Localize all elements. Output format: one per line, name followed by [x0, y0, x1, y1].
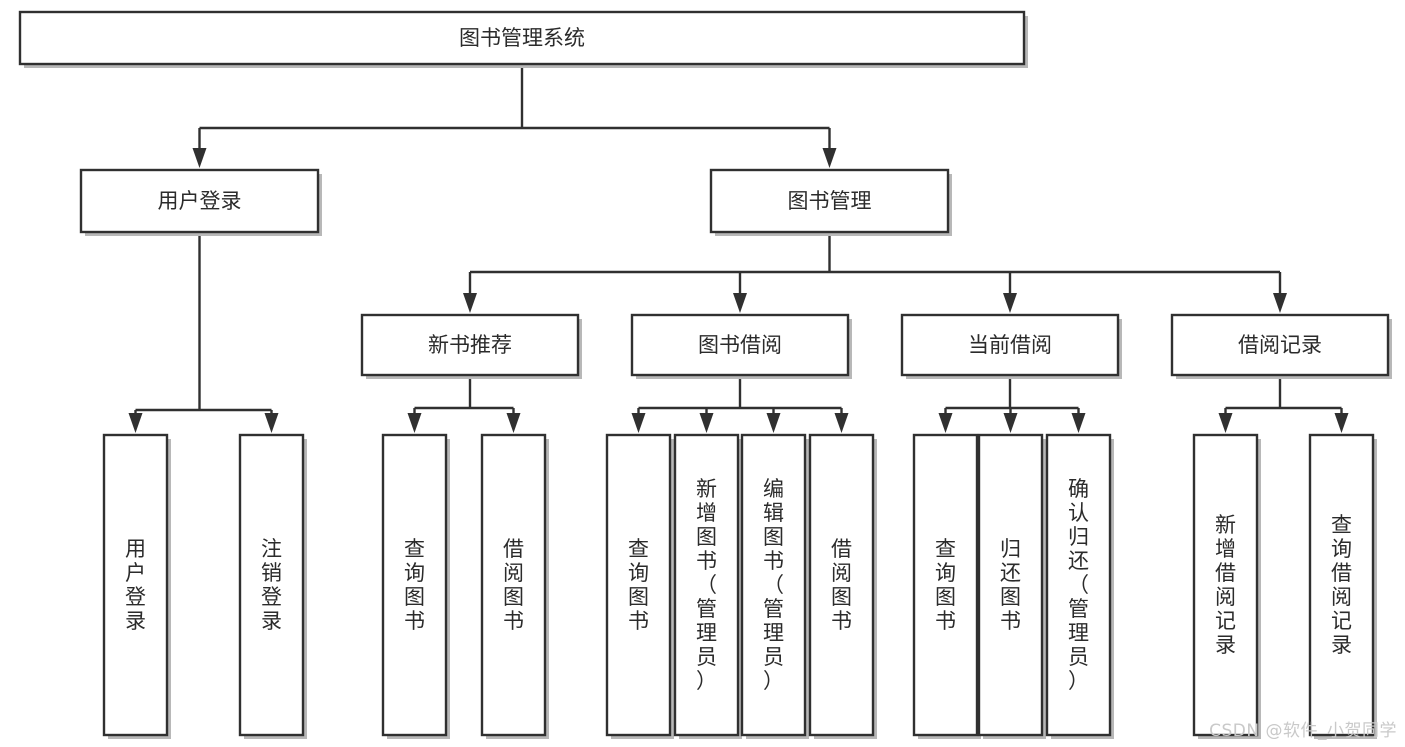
node-layer: 图书管理系统用户登录图书管理新书推荐图书借阅当前借阅借阅记录用户登录注销登录查询… — [18, 10, 1392, 739]
node-rect[interactable] — [673, 433, 740, 737]
arrow-head — [264, 413, 279, 433]
node-label: 编辑图书（管理员） — [763, 477, 784, 693]
node-label: 注销登录 — [261, 537, 282, 633]
node-leaf-query-borrow-record[interactable]: 查询借阅记录 — [1308, 433, 1377, 739]
arrow-head — [699, 413, 714, 433]
node-book-borrow[interactable]: 图书借阅 — [630, 313, 852, 379]
node-leaf-user-login[interactable]: 用户登录 — [102, 433, 171, 739]
node-label: 图书管理系统 — [459, 26, 585, 50]
node-leaf-edit-book[interactable]: 编辑图书（管理员） — [740, 433, 809, 739]
node-rect[interactable] — [79, 168, 320, 234]
node-rect[interactable] — [102, 433, 169, 737]
node-rect[interactable] — [1192, 433, 1259, 737]
arrow-head — [834, 413, 849, 433]
arrow-head — [1003, 293, 1017, 313]
arrow-head — [733, 293, 747, 313]
node-borrow-record[interactable]: 借阅记录 — [1170, 313, 1392, 379]
node-rect[interactable] — [360, 313, 580, 377]
arrow-head — [1218, 413, 1233, 433]
node-label: 查询图书 — [628, 537, 649, 633]
arrow-head — [822, 148, 837, 168]
node-label: 图书管理 — [788, 189, 872, 213]
node-label: 借阅图书 — [503, 537, 524, 633]
node-leaf-query-book-borrow[interactable]: 查询图书 — [605, 433, 674, 739]
arrow-head — [1071, 413, 1086, 433]
node-rect[interactable] — [740, 433, 807, 737]
node-label: 归还图书 — [1000, 537, 1021, 633]
node-rect[interactable] — [480, 433, 547, 737]
node-leaf-add-book[interactable]: 新增图书（管理员） — [673, 433, 742, 739]
node-current-borrow[interactable]: 当前借阅 — [900, 313, 1122, 379]
node-rect[interactable] — [238, 433, 305, 737]
arrow-head — [128, 413, 143, 433]
node-label: 确认归还（管理员） — [1068, 477, 1089, 693]
arrow-head — [1273, 293, 1287, 313]
arrow-head — [631, 413, 646, 433]
node-book-manage[interactable]: 图书管理 — [709, 168, 952, 236]
node-rect[interactable] — [605, 433, 672, 737]
node-leaf-borrow-book[interactable]: 借阅图书 — [808, 433, 877, 739]
node-rect[interactable] — [977, 433, 1044, 737]
node-label: 借阅图书 — [831, 537, 852, 633]
node-leaf-borrow-book-recommend[interactable]: 借阅图书 — [480, 433, 549, 739]
node-rect[interactable] — [18, 10, 1026, 66]
node-label: 用户登录 — [125, 537, 146, 633]
node-rect[interactable] — [808, 433, 875, 737]
node-new-book-recommend[interactable]: 新书推荐 — [360, 313, 582, 379]
node-rect[interactable] — [630, 313, 850, 377]
node-leaf-add-borrow-record[interactable]: 新增借阅记录 — [1192, 433, 1261, 739]
node-rect[interactable] — [912, 433, 979, 737]
node-rect[interactable] — [709, 168, 950, 234]
node-label: 当前借阅 — [968, 333, 1052, 357]
node-rect[interactable] — [1308, 433, 1375, 737]
node-leaf-query-book-recommend[interactable]: 查询图书 — [381, 433, 450, 739]
node-leaf-confirm-return[interactable]: 确认归还（管理员） — [1045, 433, 1114, 739]
node-label: 借阅记录 — [1238, 333, 1322, 357]
node-label: 新增图书（管理员） — [696, 477, 717, 693]
node-label: 图书借阅 — [698, 333, 782, 357]
node-leaf-return-book[interactable]: 归还图书 — [977, 433, 1046, 739]
arrow-head — [938, 413, 953, 433]
arrow-head — [766, 413, 781, 433]
node-label: 查询借阅记录 — [1331, 513, 1352, 657]
arrow-head — [463, 293, 477, 313]
node-label: 新增借阅记录 — [1215, 513, 1236, 657]
arrow-head — [192, 148, 207, 168]
node-rect[interactable] — [900, 313, 1120, 377]
arrow-head — [506, 413, 521, 433]
connector-layer — [128, 64, 1349, 433]
node-label: 查询图书 — [935, 537, 956, 633]
node-user-login[interactable]: 用户登录 — [79, 168, 322, 236]
arrow-head — [1334, 413, 1349, 433]
node-label: 查询图书 — [404, 537, 425, 633]
node-root[interactable]: 图书管理系统 — [18, 10, 1028, 68]
node-leaf-query-book-current[interactable]: 查询图书 — [912, 433, 981, 739]
node-rect[interactable] — [1045, 433, 1112, 737]
node-rect[interactable] — [381, 433, 448, 737]
node-leaf-user-logout[interactable]: 注销登录 — [238, 433, 307, 739]
arrow-head — [1003, 413, 1018, 433]
node-label: 新书推荐 — [428, 333, 512, 357]
node-label: 用户登录 — [158, 189, 242, 213]
arrow-head — [407, 413, 422, 433]
node-rect[interactable] — [1170, 313, 1390, 377]
